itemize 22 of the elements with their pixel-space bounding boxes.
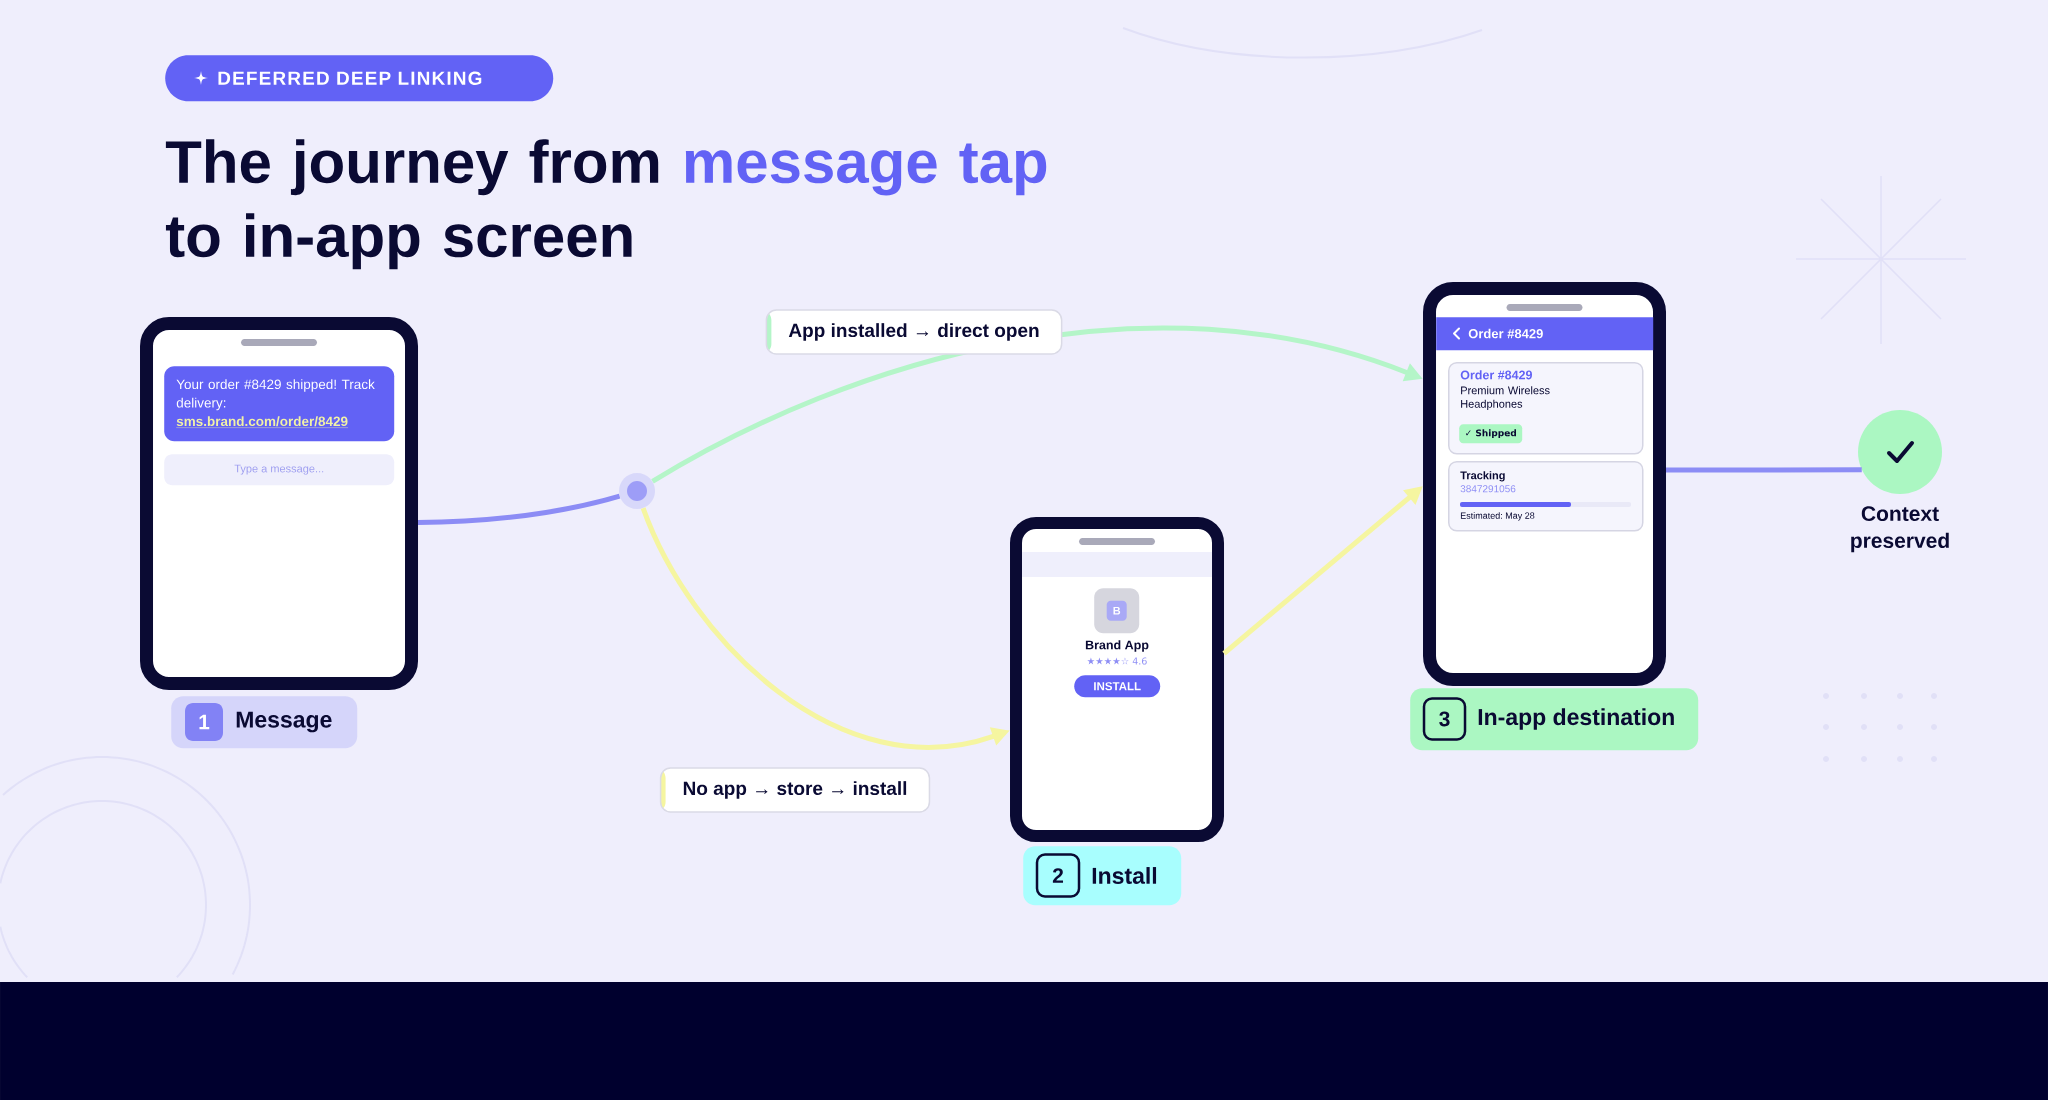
branch-dot — [619, 473, 655, 509]
tag-pill: DEFERRED DEEP LINKING — [165, 55, 554, 102]
step-badge: 3 In-app destination — [1410, 688, 1699, 751]
connector-line — [1666, 467, 1862, 473]
step-number: 1 — [185, 703, 223, 741]
step-badge: 2 Install — [1023, 846, 1182, 906]
input-field: Type a message... — [164, 454, 395, 486]
edge-label: No app → store → install — [659, 767, 931, 813]
install-button: INSTALL — [1074, 675, 1161, 698]
edge-label: App installed → direct open — [765, 309, 1063, 355]
title: The journey from message tap to in-app screen — [165, 139, 1047, 270]
outcome-label: Context preserved — [1851, 506, 1949, 553]
message-bubble: Your order #8429 shipped! Track delivery: sms.brand.com/order/8429 — [164, 366, 395, 442]
step-number: 3 — [1422, 697, 1467, 741]
connector-line — [417, 493, 621, 525]
step-badge: 1 Message — [171, 696, 358, 749]
header-bar: Order #8429 — [1436, 317, 1654, 351]
tracking-card: Tracking 3847291056 Estimated: May 28 — [1448, 461, 1644, 532]
app-name: Brand App — [1085, 640, 1149, 652]
status-chip: ✓ Shipped — [1459, 424, 1523, 444]
star-rating: ★★★★☆ 4.6 — [1087, 657, 1147, 665]
step-number: 2 — [1035, 853, 1081, 898]
